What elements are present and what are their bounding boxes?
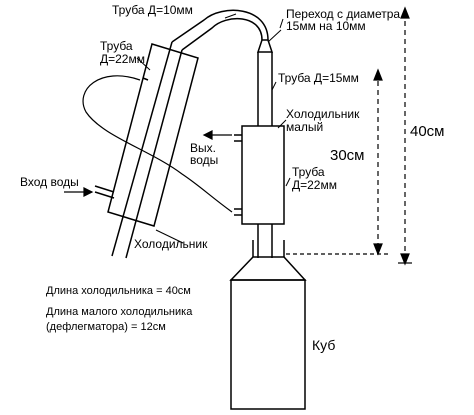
water-out-arrow xyxy=(202,130,232,140)
main-cooler xyxy=(94,41,199,259)
label-cube: Куб xyxy=(312,337,335,353)
label-water-out-2: воды xyxy=(190,153,218,167)
water-in-arrow xyxy=(64,187,94,197)
label-dimension-30cm: 30см xyxy=(330,147,365,164)
note-small-cooler-1: Длина малого холодильника xyxy=(46,306,193,318)
transition-piece xyxy=(256,39,274,53)
label-small-cooler-1: Холодильник xyxy=(286,107,360,121)
label-pipe-15mm: Труба Д=15мм xyxy=(278,71,359,85)
label-pipe-22mm-right-2: Д=22мм xyxy=(292,178,337,192)
label-transition-2: 15мм на 10мм xyxy=(286,19,366,33)
note-cooler-length: Длина холодильника = 40см xyxy=(46,285,191,297)
note-small-cooler-2: (дефлегматора) = 12см xyxy=(46,321,166,333)
curved-pipe-10mm xyxy=(171,9,269,51)
label-pipe-22mm-1: Труба xyxy=(100,39,133,53)
label-pipe-10mm: Труба Д=10мм xyxy=(112,3,193,17)
label-water-in: Вход воды xyxy=(20,175,79,189)
dimension-30cm xyxy=(286,68,388,256)
small-cooler xyxy=(234,125,285,225)
label-water-out-1: Вых. xyxy=(190,141,216,155)
label-small-cooler-2: малый xyxy=(286,120,323,134)
water-hose xyxy=(82,75,233,213)
label-pipe-22mm-right-1: Труба xyxy=(292,165,325,179)
label-cooler: Холодильник xyxy=(134,237,208,251)
leader-lines xyxy=(136,13,291,244)
label-transition-1: Переход с диаметра xyxy=(286,7,400,21)
label-dimension-40cm: 40см xyxy=(410,123,445,140)
label-pipe-22mm-2: Д=22мм xyxy=(100,52,145,66)
vertical-pipe-15mm xyxy=(257,52,273,258)
cube-boiler xyxy=(229,240,307,410)
dimension-40cm xyxy=(398,6,412,266)
